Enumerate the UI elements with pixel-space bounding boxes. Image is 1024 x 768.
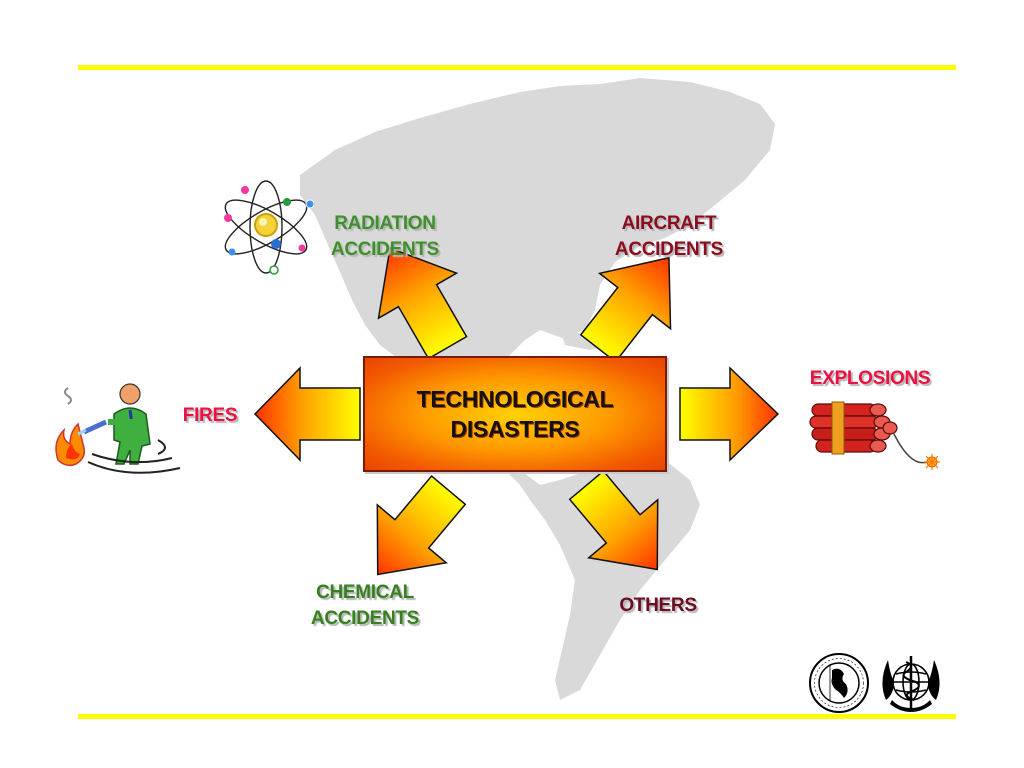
chemical-line1: CHEMICAL [316, 582, 414, 603]
firefighter-icon [55, 383, 181, 474]
who-emblem-icon [882, 656, 940, 712]
label-aircraft-accidents: AIRCRAFT ACCIDENTS [594, 211, 744, 263]
arrow-to-radiation [377, 247, 468, 360]
radiation-line2: ACCIDENTS [330, 239, 440, 260]
center-title-line2: DISASTERS [450, 416, 580, 442]
label-fires: FIRES [182, 405, 238, 426]
central-topic-box: TECHNOLOGICAL DISASTERS [363, 356, 667, 472]
dynamite-icon [809, 401, 940, 470]
arrow-to-aircraft [579, 256, 672, 363]
top-yellow-rule [78, 65, 956, 70]
arrow-to-chemical [376, 474, 467, 576]
arrow-to-others [568, 469, 659, 571]
label-radiation-accidents: RADIATION ACCIDENTS [310, 211, 460, 263]
paho-seal-icon [809, 653, 869, 713]
radiation-line1: RADIATION [334, 213, 436, 234]
aircraft-line2: ACCIDENTS [614, 239, 724, 260]
label-explosions: EXPLOSIONS [809, 368, 931, 389]
label-chemical-accidents: CHEMICAL ACCIDENTS [290, 580, 440, 632]
arrow-to-fires [253, 366, 361, 462]
atom-icon [224, 180, 314, 275]
chemical-line2: ACCIDENTS [310, 608, 420, 629]
label-others: OTHERS [619, 595, 697, 616]
aircraft-line1: AIRCRAFT [621, 213, 717, 234]
bottom-yellow-rule [78, 714, 956, 719]
arrow-to-explosions [679, 366, 780, 462]
center-title-line1: TECHNOLOGICAL [416, 386, 614, 412]
